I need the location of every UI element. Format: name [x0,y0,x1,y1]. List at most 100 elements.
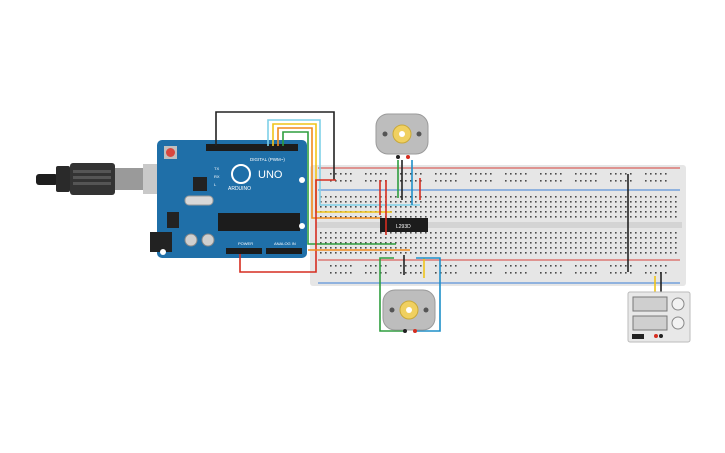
breadboard-hole[interactable] [395,252,397,254]
breadboard-hole[interactable] [445,232,447,234]
breadboard-hole[interactable] [490,232,492,234]
breadboard-hole[interactable] [570,196,572,198]
breadboard-hole[interactable] [670,211,672,213]
breadboard-hole[interactable] [450,242,452,244]
breadboard-hole[interactable] [560,252,562,254]
breadboard-hole[interactable] [505,211,507,213]
breadboard-hole[interactable] [550,242,552,244]
breadboard-hole[interactable] [550,252,552,254]
breadboard-hole[interactable] [420,216,422,218]
breadboard-hole[interactable] [480,206,482,208]
breadboard-hole[interactable] [485,196,487,198]
breadboard-hole[interactable] [490,173,492,175]
breadboard-hole[interactable] [320,232,322,234]
breadboard-hole[interactable] [345,242,347,244]
breadboard-hole[interactable] [585,206,587,208]
breadboard-hole[interactable] [575,211,577,213]
breadboard-hole[interactable] [365,201,367,203]
breadboard-hole[interactable] [505,180,507,182]
breadboard-hole[interactable] [540,173,542,175]
breadboard-hole[interactable] [465,247,467,249]
breadboard-hole[interactable] [545,265,547,267]
breadboard-hole[interactable] [655,206,657,208]
breadboard-hole[interactable] [475,247,477,249]
breadboard-hole[interactable] [340,265,342,267]
breadboard-hole[interactable] [415,173,417,175]
breadboard-hole[interactable] [410,237,412,239]
breadboard-hole[interactable] [650,265,652,267]
breadboard-hole[interactable] [630,180,632,182]
breadboard-hole[interactable] [585,247,587,249]
breadboard-hole[interactable] [520,173,522,175]
breadboard-hole[interactable] [610,272,612,274]
breadboard-hole[interactable] [400,211,402,213]
breadboard-hole[interactable] [405,252,407,254]
breadboard-hole[interactable] [455,206,457,208]
breadboard-hole[interactable] [485,201,487,203]
breadboard-hole[interactable] [610,196,612,198]
breadboard-hole[interactable] [520,237,522,239]
breadboard-hole[interactable] [450,201,452,203]
breadboard-hole[interactable] [385,265,387,267]
breadboard-hole[interactable] [665,201,667,203]
breadboard-hole[interactable] [605,196,607,198]
breadboard-hole[interactable] [520,247,522,249]
breadboard-hole[interactable] [580,211,582,213]
breadboard-hole[interactable] [555,180,557,182]
breadboard-hole[interactable] [465,232,467,234]
breadboard-hole[interactable] [470,206,472,208]
breadboard-hole[interactable] [645,247,647,249]
breadboard-hole[interactable] [595,242,597,244]
breadboard-hole[interactable] [445,206,447,208]
breadboard-hole[interactable] [495,196,497,198]
breadboard-hole[interactable] [325,252,327,254]
breadboard-hole[interactable] [350,237,352,239]
breadboard-hole[interactable] [540,201,542,203]
breadboard-hole[interactable] [415,232,417,234]
breadboard-hole[interactable] [510,242,512,244]
breadboard-hole[interactable] [560,180,562,182]
breadboard-hole[interactable] [330,232,332,234]
breadboard-hole[interactable] [360,216,362,218]
breadboard-hole[interactable] [555,196,557,198]
breadboard-hole[interactable] [410,265,412,267]
breadboard-hole[interactable] [555,232,557,234]
breadboard-hole[interactable] [370,252,372,254]
breadboard-hole[interactable] [595,216,597,218]
breadboard-hole[interactable] [635,247,637,249]
breadboard-hole[interactable] [460,232,462,234]
breadboard-hole[interactable] [375,180,377,182]
breadboard-hole[interactable] [490,242,492,244]
breadboard-hole[interactable] [465,237,467,239]
breadboard-hole[interactable] [440,247,442,249]
breadboard-hole[interactable] [390,252,392,254]
breadboard-hole[interactable] [570,211,572,213]
breadboard-hole[interactable] [480,180,482,182]
breadboard-hole[interactable] [610,201,612,203]
breadboard-hole[interactable] [650,173,652,175]
breadboard-hole[interactable] [515,252,517,254]
breadboard-hole[interactable] [640,211,642,213]
breadboard-hole[interactable] [650,247,652,249]
breadboard-hole[interactable] [480,265,482,267]
breadboard-hole[interactable] [650,272,652,274]
breadboard-hole[interactable] [470,242,472,244]
breadboard-hole[interactable] [440,242,442,244]
breadboard-hole[interactable] [520,265,522,267]
breadboard-hole[interactable] [340,206,342,208]
breadboard-hole[interactable] [350,173,352,175]
breadboard-hole[interactable] [355,201,357,203]
breadboard-hole[interactable] [590,252,592,254]
breadboard-hole[interactable] [370,247,372,249]
breadboard-hole[interactable] [490,211,492,213]
breadboard-hole[interactable] [660,180,662,182]
breadboard-hole[interactable] [320,247,322,249]
breadboard-hole[interactable] [545,196,547,198]
breadboard-hole[interactable] [585,201,587,203]
breadboard-hole[interactable] [630,196,632,198]
breadboard-hole[interactable] [645,252,647,254]
breadboard-hole[interactable] [370,265,372,267]
breadboard-hole[interactable] [435,247,437,249]
breadboard-hole[interactable] [425,196,427,198]
breadboard-hole[interactable] [565,232,567,234]
